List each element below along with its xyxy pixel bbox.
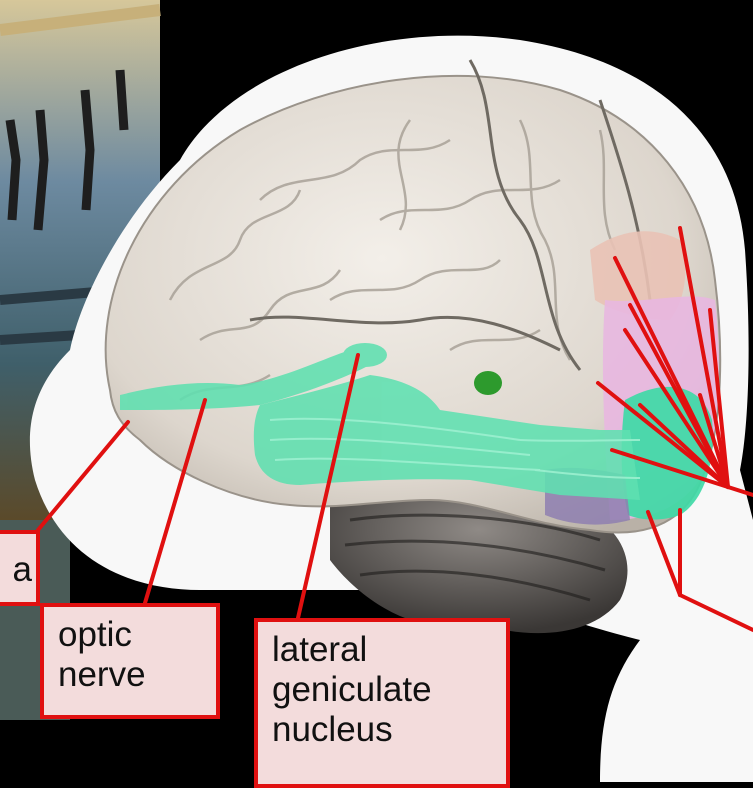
retina-label: a — [0, 530, 40, 606]
green-spot — [474, 371, 502, 395]
lateral-geniculate-nucleus-label: lateral geniculate nucleus — [254, 618, 510, 788]
optic-nerve-label: optic nerve — [40, 603, 220, 719]
